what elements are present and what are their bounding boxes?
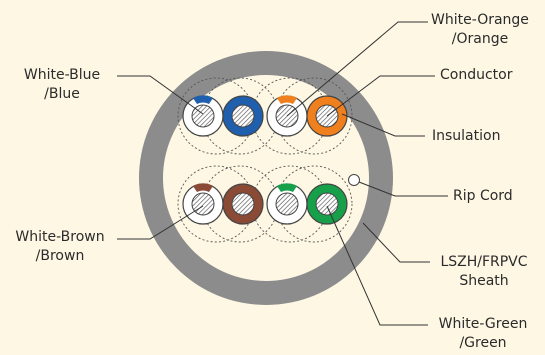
leader-white-green	[326, 205, 428, 326]
label-insulation: Insulation	[432, 128, 501, 144]
rip-cord-icon	[348, 174, 360, 186]
label-conductor: Conductor	[440, 67, 513, 83]
leader-insulation	[341, 113, 425, 137]
leader-white-brown	[117, 205, 204, 240]
leader-rip-cord	[358, 181, 448, 197]
conductor-green	[306, 183, 348, 225]
conductor-white-green	[266, 183, 308, 225]
leader-sheath	[362, 222, 430, 263]
label-white-orange: White-Orange /Orange	[431, 12, 529, 47]
label-white-brown: White-Brown /Brown	[15, 229, 105, 264]
label-white-blue: White-Blue /Blue	[23, 67, 101, 102]
label-rip-cord: Rip Cord	[453, 188, 513, 204]
conductor-brown	[222, 183, 264, 225]
leader-white-blue	[117, 75, 204, 115]
conductor-white-blue	[182, 95, 224, 137]
conductor-blue	[222, 95, 264, 137]
leader-conductor	[326, 75, 435, 117]
leader-white-orange	[286, 21, 428, 117]
label-white-green: White-Green /Green	[438, 316, 528, 351]
conductor-white-brown	[182, 183, 224, 225]
label-sheath: LSZH/FRPVC Sheath	[440, 254, 528, 289]
